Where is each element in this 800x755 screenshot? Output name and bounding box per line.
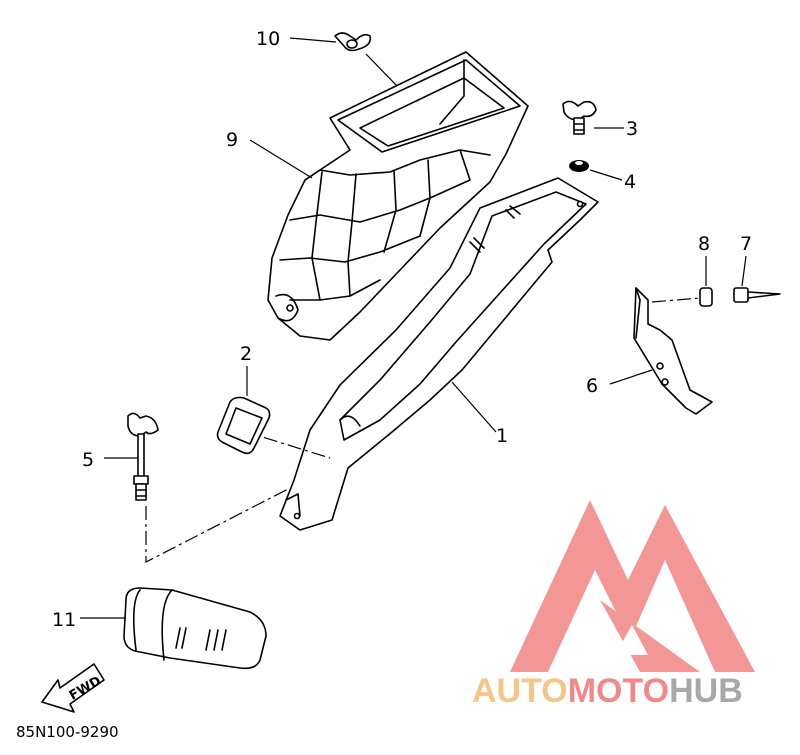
callout-4: 4 — [624, 171, 636, 193]
callout-11: 11 — [52, 609, 76, 631]
part-6-bracket — [633, 287, 713, 415]
watermark-hub: HUB — [669, 672, 743, 710]
part-1-side-panel — [279, 177, 599, 531]
part-8-nut — [699, 287, 713, 307]
part-10-wing-nut — [334, 32, 372, 52]
watermark-logo — [510, 500, 755, 672]
part-11-box — [123, 587, 267, 670]
callout-3: 3 — [626, 118, 638, 140]
callout-6: 6 — [586, 375, 598, 397]
callout-10: 10 — [256, 28, 280, 50]
part-2-pad — [216, 396, 271, 455]
diagram-code: 85N100-9290 — [16, 723, 119, 741]
part-9-air-box — [267, 51, 529, 341]
callout-9: 9 — [226, 129, 238, 151]
fwd-arrow-icon: FWD — [41, 663, 105, 713]
part-7-screw — [733, 287, 781, 303]
callout-2: 2 — [240, 343, 252, 365]
callout-1: 1 — [496, 425, 508, 447]
part-4-grommet — [569, 160, 589, 172]
part-3-wing-bolt — [562, 100, 597, 135]
callout-7: 7 — [740, 233, 752, 255]
part-5-wing-bolt — [127, 412, 159, 501]
callout-5: 5 — [82, 449, 94, 471]
callout-8: 8 — [698, 233, 710, 255]
watermark-moto: MOTO — [568, 672, 669, 710]
watermark-text: AUTOMOTOHUB — [472, 672, 743, 710]
watermark-auto: AUTO — [472, 672, 568, 710]
